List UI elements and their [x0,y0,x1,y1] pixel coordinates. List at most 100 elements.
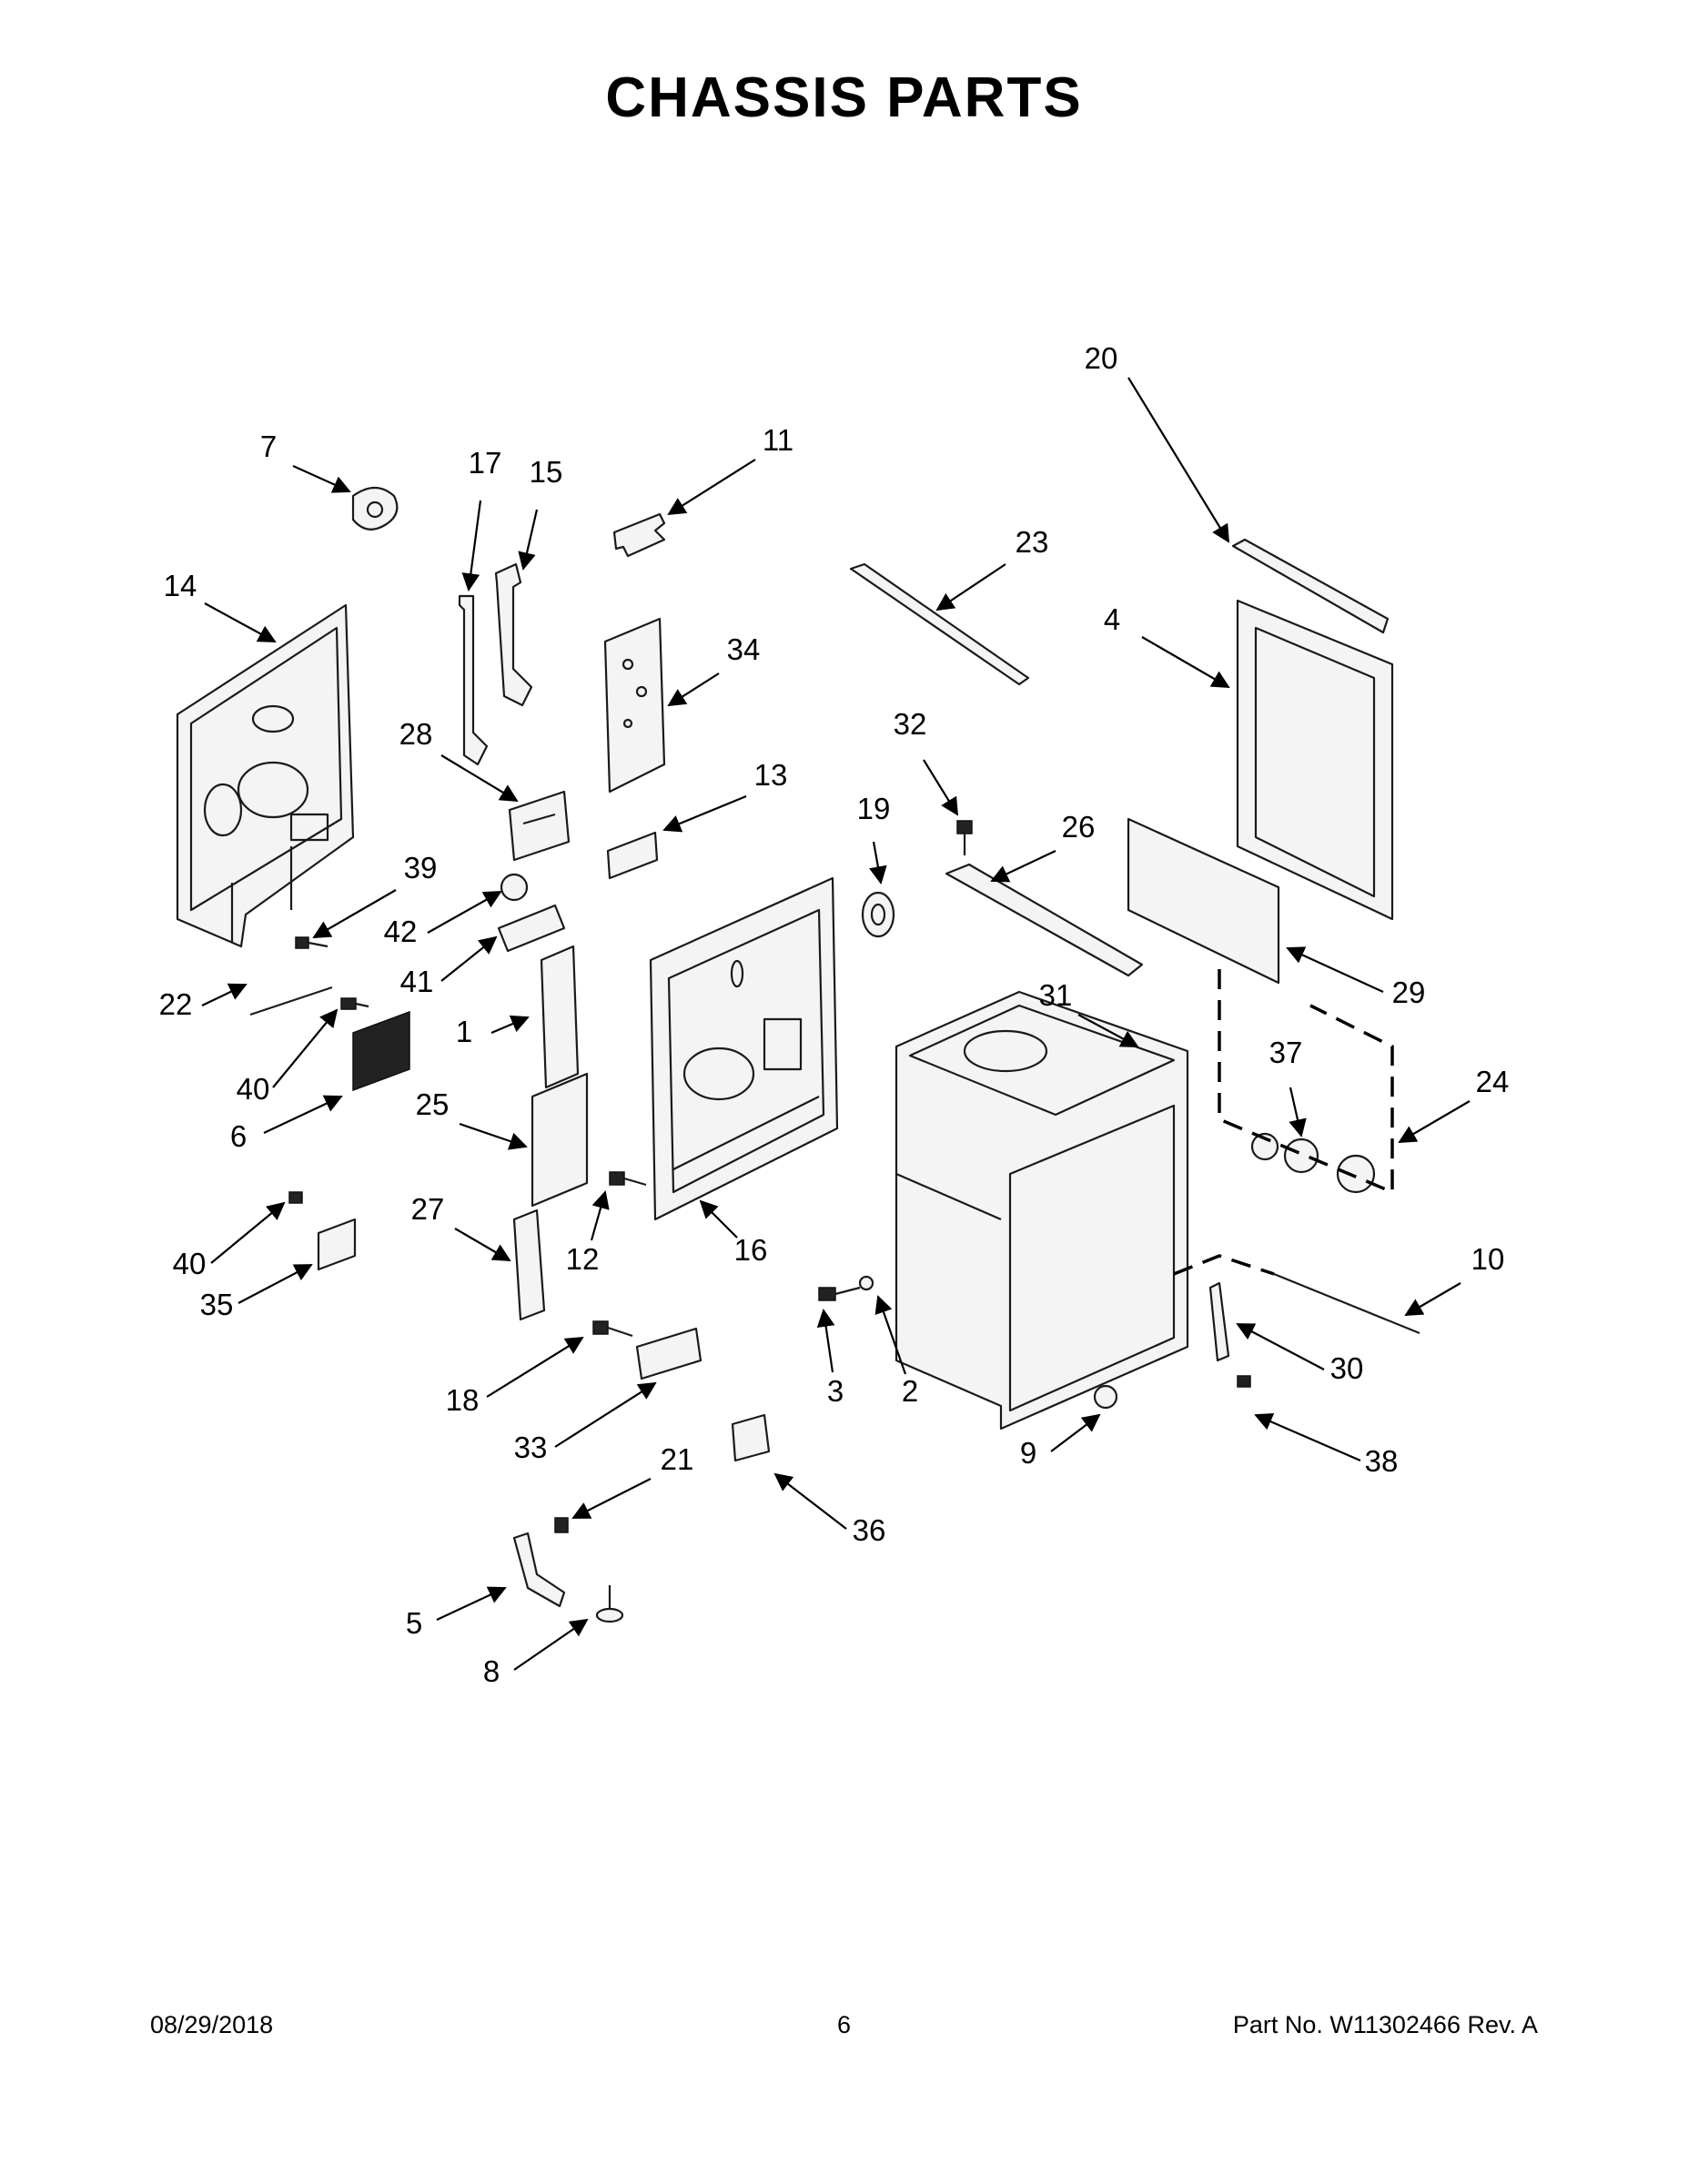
callout-leaders [201,377,1471,1671]
leader-line-32 [923,759,959,816]
part-2-washer [858,1275,874,1291]
callout-number-31: 31 [1039,978,1073,1012]
leader-line-20 [1127,377,1230,543]
part-3-screw [818,1286,861,1301]
leader-line-4 [1141,636,1230,688]
callout-number-41: 41 [400,965,434,998]
part-6-vent [352,1010,410,1092]
part-21-screw [554,1517,569,1533]
callout-number-14: 14 [164,569,197,602]
part-8-leveling-leg [595,1585,624,1623]
part-1-channel [540,945,580,1089]
callout-number-40b: 40 [173,1247,207,1280]
part-39-screw [295,936,329,949]
footer-page-number: 6 [836,2011,852,2038]
part-30-bracket [1208,1281,1230,1362]
part-38-screw [1237,1375,1251,1388]
callout-number-37: 37 [1269,1036,1303,1069]
callout-number-23: 23 [1016,525,1049,559]
callout-number-6: 6 [230,1119,247,1153]
leader-line-30 [1236,1323,1325,1370]
part-31-oven-cavity [895,990,1189,1431]
callout-number-35: 35 [200,1288,234,1321]
part-26-rail [945,863,1144,977]
leader-line-2 [874,1295,907,1375]
part-40-screw-b [288,1191,303,1204]
leader-line-18 [486,1336,584,1398]
callout-number-11: 11 [763,423,793,457]
callout-number-12: 12 [566,1242,600,1276]
leader-line-40a [272,1008,339,1088]
callout-number-33: 33 [514,1431,548,1464]
part-22-strip [249,986,333,1016]
callout-number-34: 34 [727,632,761,666]
leader-line-40b [210,1201,286,1264]
leader-line-34 [667,672,720,707]
callout-number-19: 19 [857,792,891,825]
part-42-nut [500,873,529,902]
leader-line-1 [490,1015,530,1035]
callout-number-30: 30 [1330,1351,1364,1385]
leader-line-39 [312,889,397,938]
leader-line-33 [554,1381,657,1448]
callout-number-32: 32 [894,707,927,741]
part-illustrations [176,486,1420,1623]
leader-line-6 [263,1095,343,1134]
leader-line-25 [459,1122,528,1150]
part-12-screw [609,1171,647,1187]
callout-number-13: 13 [754,758,788,792]
leader-line-31 [1077,1014,1139,1047]
part-32-screw [956,820,973,855]
leader-line-41 [440,935,498,982]
leader-line-36 [773,1472,847,1530]
leader-line-11 [667,459,756,516]
leader-line-24 [1398,1100,1471,1143]
footer-date: 08/29/2018 [150,2011,274,2038]
callout-number-26: 26 [1062,810,1096,844]
callout-number-24: 24 [1476,1065,1510,1098]
part-4-door-frame [1236,599,1394,921]
part-33-bracket [635,1327,702,1380]
part-34-plate [603,617,666,794]
leader-line-23 [935,563,1006,612]
part-25-shield [531,1072,589,1208]
leader-line-21 [571,1478,652,1519]
callout-number-16: 16 [734,1233,768,1267]
callout-number-7: 7 [260,430,277,463]
leader-line-37 [1289,1087,1307,1138]
part-36-clip [731,1413,771,1462]
callout-number-29: 29 [1392,976,1426,1009]
callout-number-3: 3 [827,1374,844,1408]
callout-number-22: 22 [159,987,193,1021]
part-15-bracket [494,562,533,707]
part-10-sensor [1173,1254,1420,1335]
leader-line-9 [1050,1413,1101,1452]
callout-number-28: 28 [399,717,433,751]
callout-number-5: 5 [406,1606,422,1640]
part-41-terminal-block [497,904,566,953]
part-13-bracket [606,831,659,880]
leader-line-35 [238,1264,313,1304]
callout-number-4: 4 [1104,602,1120,636]
callout-labels: 1234567891011121314151617181920212223242… [159,341,1510,1688]
leader-line-8 [513,1618,589,1671]
part-16-chassis-panel [649,876,839,1221]
part-40-screw [340,997,369,1010]
leader-line-10 [1404,1282,1461,1316]
part-11-bracket [612,512,666,558]
part-19-grommet [861,891,895,938]
leader-line-42 [427,891,502,934]
callout-number-17: 17 [469,446,502,480]
leader-line-7 [292,464,351,493]
leader-line-22 [201,983,248,1006]
callout-number-2: 2 [902,1374,918,1408]
callout-number-20: 20 [1085,341,1118,375]
part-27-bracket [512,1208,546,1321]
part-29-panel [1127,817,1280,985]
part-17-bracket [458,594,489,766]
callout-number-42: 42 [384,915,418,948]
leader-line-27 [454,1228,511,1261]
part-18-screw [592,1320,633,1338]
leader-line-14 [204,602,277,642]
